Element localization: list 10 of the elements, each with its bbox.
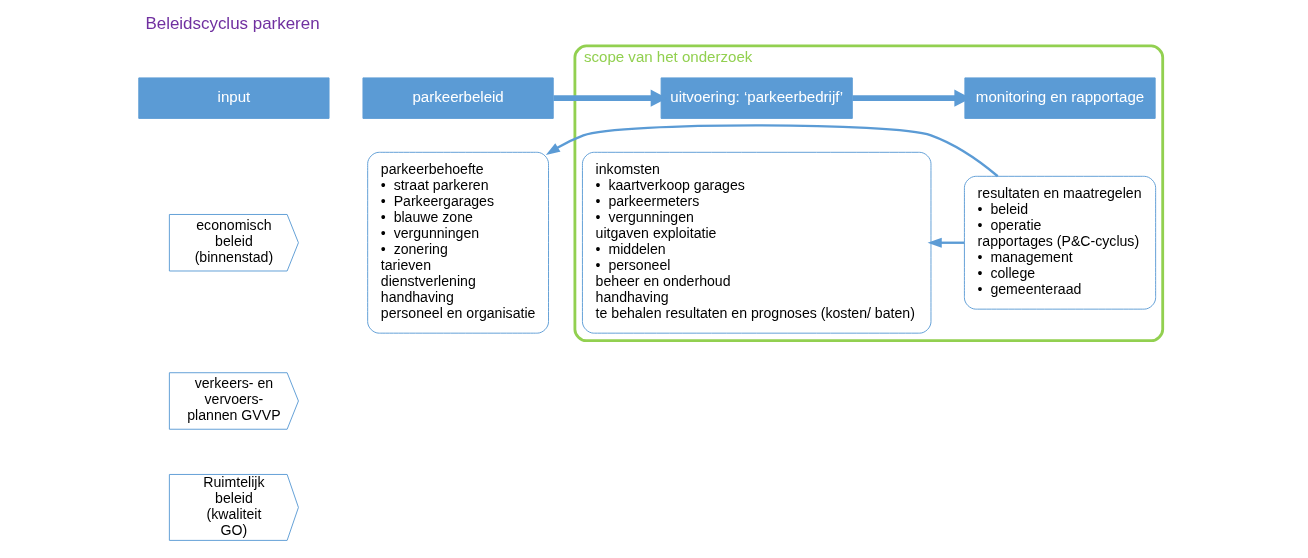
node-box: uitvoering: ‘parkeerbedrijf’ xyxy=(660,77,853,119)
node-box: parkeerbehoefte • straat parkeren • Parkeergarages • blauwe zone • vergunningen • zonering tarieven dienstverlening handhaving personeel en organisatie xyxy=(366,151,549,334)
node-box: parkeerbeleid xyxy=(362,77,554,119)
node-box: input xyxy=(137,77,330,119)
arrow xyxy=(545,124,998,178)
node-box: inkomsten • kaartverkoop garages • parkeermeters • vergunningen uitgaven exploitatie • middelen • personeel beheer en onderhoud handhaving te behalen resultaten en prognoses (kosten/ baten) xyxy=(581,151,931,334)
node-box: resultaten en maatregelen • beleid • operatie rapportages (P&C-cyclus) • management • college • gemeenteraad xyxy=(963,175,1156,310)
diagram-title: Beleidscyclus parkeren xyxy=(144,14,320,34)
node-box: monitoring en rapportage xyxy=(963,77,1156,119)
arrow xyxy=(927,237,964,248)
